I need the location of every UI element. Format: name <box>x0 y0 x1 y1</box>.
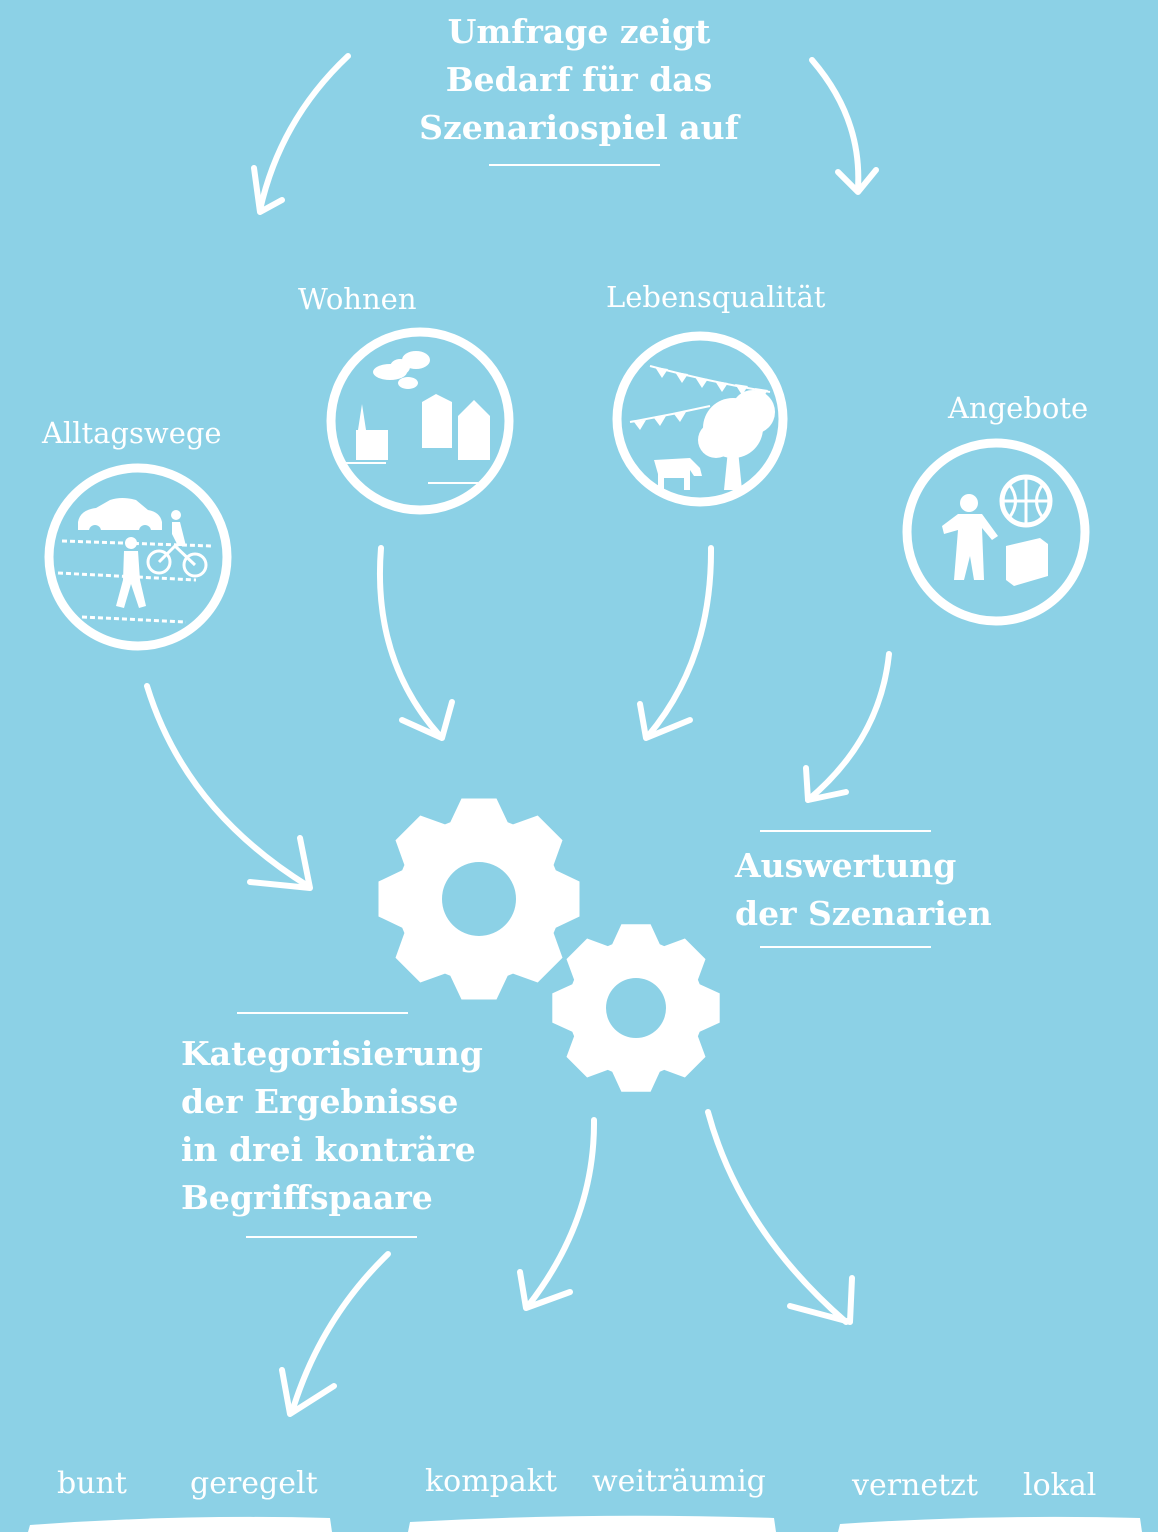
evaluation-heading: Auswertung der Szenarien <box>735 846 992 933</box>
word-kompakt: kompakt <box>425 1464 558 1499</box>
word-lokal: lokal <box>1023 1468 1097 1503</box>
categorization-divider-bottom <box>246 1236 417 1238</box>
label-alltagswege: Alltagswege <box>42 416 222 450</box>
houses-icon <box>422 394 490 460</box>
categorization-divider-top <box>237 1012 408 1014</box>
title-divider <box>489 164 660 166</box>
evaluation-divider-top <box>760 830 931 832</box>
label-angebote: Angebote <box>948 391 1089 425</box>
circle-lebensqualitaet <box>612 331 788 507</box>
arrow-to-pair-2 <box>517 1117 598 1311</box>
diagram-title: Umfrage zeigt Bedarf für das Szenariospi… <box>419 12 739 147</box>
bunting-icon <box>629 365 771 430</box>
cow-icon <box>654 458 702 490</box>
circle-angebote <box>902 438 1090 626</box>
arrow-to-pair-1 <box>279 1251 391 1417</box>
word-weitraeumig: weiträumig <box>592 1464 766 1499</box>
underline-pair-3 <box>838 1516 1142 1532</box>
word-bunt: bunt <box>57 1466 127 1501</box>
underline-pair-2 <box>408 1515 776 1532</box>
circle-wohnen <box>326 327 514 515</box>
underline-pair-1 <box>28 1516 332 1532</box>
circle-alltagswege <box>44 463 232 651</box>
arrow-alltagswege <box>144 683 313 891</box>
church-icon <box>356 404 388 460</box>
arrow-top-left <box>251 53 351 215</box>
word-geregelt: geregelt <box>190 1466 318 1501</box>
arrow-top-right <box>809 57 879 195</box>
basketball-icon <box>999 474 1053 528</box>
arrow-angebote <box>803 651 892 803</box>
label-lebensqualitaet: Lebensqualität <box>606 280 826 314</box>
categorization-heading: Kategorisierung der Ergebnisse in drei k… <box>181 1034 483 1217</box>
arrow-to-pair-3 <box>705 1109 855 1325</box>
gear-icon-large <box>378 798 580 1000</box>
arrow-wohnen <box>376 545 455 741</box>
book-icon <box>1006 538 1048 586</box>
pedestrian-icon <box>116 537 146 608</box>
clouds-icon <box>373 351 430 389</box>
gear-icon-small <box>552 924 720 1092</box>
car-icon <box>78 498 162 537</box>
evaluation-divider-bottom <box>760 946 931 948</box>
tree-icon <box>698 390 775 490</box>
child-icon <box>942 494 998 580</box>
label-wohnen: Wohnen <box>298 282 417 316</box>
word-vernetzt: vernetzt <box>852 1468 979 1503</box>
arrow-lebensqualitaet <box>637 545 715 741</box>
